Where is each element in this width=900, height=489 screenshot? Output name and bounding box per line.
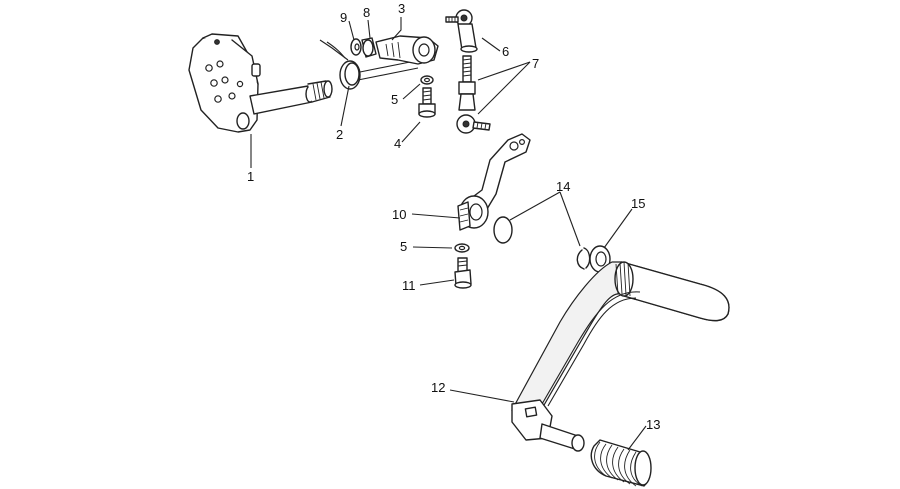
- part-1-selector-shaft: [188, 33, 333, 133]
- callout-labels: 1 2 3 4 5 6 7 8 9 10 5 11 12 13 14 15: [247, 1, 660, 432]
- callout-11: 11: [402, 278, 416, 293]
- part-10-gear-lever-arm: [457, 133, 531, 231]
- part-12-gear-pedal: [511, 261, 730, 452]
- callout-1: 1: [247, 169, 254, 184]
- callout-3: 3: [398, 1, 405, 16]
- leader-lines: [250, 17, 647, 451]
- callout-13: 13: [646, 417, 660, 432]
- callout-5-bottom: 5: [400, 239, 407, 254]
- callout-5-top: 5: [391, 92, 398, 107]
- part-7-tie-rod: [458, 55, 476, 111]
- part-11-bolt: [454, 257, 472, 289]
- part-6-ball-joint-bottom: [456, 114, 491, 134]
- callout-10: 10: [392, 207, 406, 222]
- callout-14: 14: [556, 179, 570, 194]
- part-15-washer: [589, 245, 611, 273]
- callout-8: 8: [363, 5, 370, 20]
- part-14-circlip-small: [493, 216, 513, 244]
- callout-4: 4: [394, 136, 401, 151]
- part-6-ball-joint-top: [445, 9, 478, 53]
- part-2-spring: [319, 39, 421, 90]
- callout-7: 7: [532, 56, 539, 71]
- callout-6: 6: [502, 44, 509, 59]
- callout-12: 12: [431, 380, 445, 395]
- part-14-circlip-large: [576, 247, 591, 270]
- callout-15: 15: [631, 196, 645, 211]
- part-8-nut: [361, 37, 377, 58]
- callout-2: 2: [336, 127, 343, 142]
- callout-9: 9: [340, 10, 347, 25]
- part-4-bolt: [418, 87, 436, 118]
- part-9-washer: [350, 38, 362, 56]
- part-3-selector-lever: [375, 35, 439, 65]
- part-5-washer-top: [420, 75, 434, 85]
- part-5-washer-bottom: [454, 243, 470, 253]
- part-13-pedal-rubber: [590, 439, 652, 487]
